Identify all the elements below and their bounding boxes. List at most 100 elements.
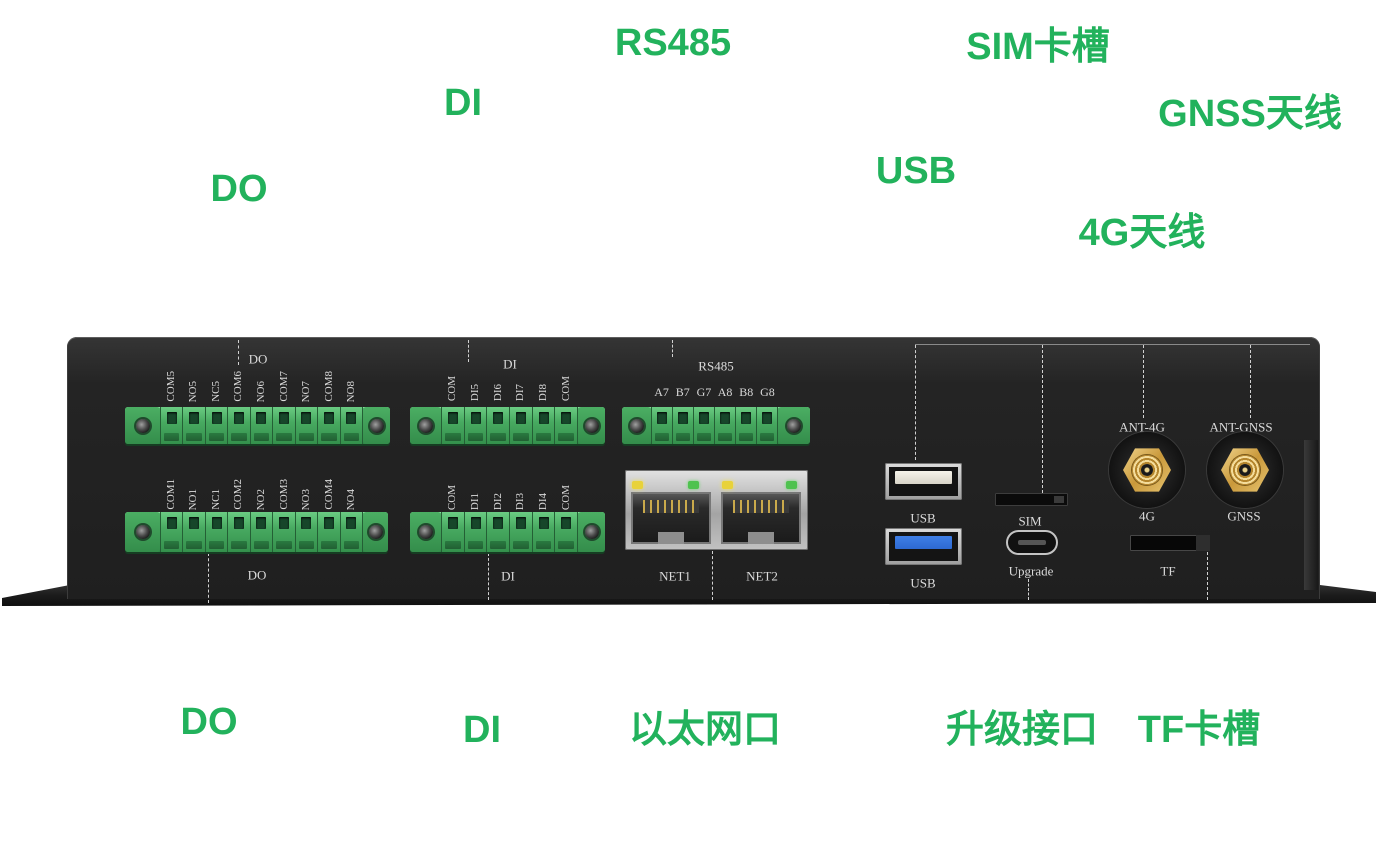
pin-label: COM7 <box>277 371 290 402</box>
pin-cell: NC1 <box>205 474 228 510</box>
terminal-slot <box>182 407 205 444</box>
led-yellow-net1 <box>632 481 643 489</box>
callout-sim-slot: SIM卡槽 <box>966 26 1110 68</box>
terminal-ear <box>363 407 390 444</box>
pin-label: COM2 <box>232 479 245 510</box>
pin-cell: NO4 <box>341 474 364 510</box>
led-green-net1 <box>688 481 699 489</box>
leader-upgrade <box>1028 579 1029 600</box>
pin-cell: NO2 <box>250 474 273 510</box>
pin-cell: A8 <box>715 384 736 400</box>
terminal-slots <box>160 512 363 552</box>
sim-card-slot <box>995 493 1068 506</box>
leader-di-top <box>468 340 469 362</box>
terminal-slot <box>693 407 714 444</box>
terminal-ear <box>622 407 651 444</box>
terminal-slot <box>204 512 228 552</box>
pin-cell: B7 <box>672 384 693 400</box>
pin-label: B7 <box>675 385 690 399</box>
terminal-ear <box>578 407 605 444</box>
pin-label: COM5 <box>164 371 177 402</box>
pin-label: A7 <box>654 385 669 399</box>
terminal-slot <box>182 512 205 552</box>
panel-label-tf: TF <box>1160 563 1176 579</box>
pin-cell: G8 <box>757 384 778 400</box>
terminal-slot <box>509 407 532 444</box>
panel-side-edge <box>1304 440 1318 590</box>
pin-label: COM3 <box>277 479 290 510</box>
panel-label-di-top: DI <box>503 356 517 372</box>
panel-label-do-bottom: DO <box>247 567 267 583</box>
panel-label-upgrade: Upgrade <box>1008 563 1054 579</box>
sma-center-pin <box>1141 464 1153 476</box>
terminal-block-do-top <box>125 407 390 444</box>
leader-do-top <box>238 340 239 365</box>
usb-tongue <box>895 536 952 549</box>
terminal-slot <box>249 407 273 444</box>
ethernet-port-net2 <box>721 492 801 544</box>
sma-center-pin <box>1239 464 1251 476</box>
callout-guide-line <box>915 344 1310 345</box>
screw <box>418 418 433 433</box>
pin-label: DI4 <box>537 492 550 510</box>
panel-label-usb-bottom: USB <box>910 575 936 591</box>
terminal-slot <box>486 407 510 444</box>
pin-cell: DI6 <box>487 369 510 401</box>
pin-cell: DI5 <box>464 369 487 401</box>
pin-cell: DI7 <box>509 369 532 401</box>
callout-di-bottom: DI <box>463 709 501 751</box>
callout-ethernet: 以太网口 <box>628 709 782 751</box>
callout-gnss-antenna: GNSS天线 <box>1158 93 1342 135</box>
callout-rs485: RS485 <box>614 22 732 64</box>
terminal-slot <box>204 407 228 444</box>
pin-label: COM <box>445 484 458 510</box>
terminal-slot <box>227 407 250 444</box>
pin-cell: COM5 <box>160 366 183 402</box>
panel-label-sim: SIM <box>1018 513 1042 529</box>
tf-slot-edge <box>1196 535 1210 551</box>
callout-do-top: DO <box>210 168 268 210</box>
terminal-slot <box>486 512 510 552</box>
ethernet-port-net1 <box>631 492 711 544</box>
screw <box>629 418 644 433</box>
pin-label: NO3 <box>300 488 313 510</box>
screw <box>787 418 801 433</box>
callout-di-top: DI <box>444 82 482 124</box>
pin-cell: COM2 <box>228 474 251 510</box>
terminal-slot <box>317 512 340 552</box>
terminal-slot <box>463 512 487 552</box>
leader-tf <box>1207 552 1208 600</box>
pin-label: NO6 <box>255 380 268 402</box>
pin-cell: NO6 <box>250 366 273 402</box>
terminal-slot <box>554 407 579 444</box>
usb-c-upgrade-port <box>1006 530 1058 555</box>
terminal-slot <box>294 407 318 444</box>
pin-cell: COM <box>555 369 578 401</box>
terminal-slot <box>294 512 318 552</box>
panel-label-ant-gnss: ANT-GNSS <box>1209 419 1273 435</box>
pin-label: NO2 <box>255 488 268 510</box>
pin-label: NO4 <box>345 488 358 510</box>
pin-label: NO5 <box>187 380 200 402</box>
terminal-slot <box>227 512 250 552</box>
terminal-ear <box>125 512 160 552</box>
panel-label-net1: NET1 <box>659 568 691 584</box>
terminal-slots <box>160 407 363 444</box>
panel-label-usb-top: USB <box>910 510 936 526</box>
pin-label: G7 <box>696 385 712 399</box>
screw <box>584 418 599 433</box>
terminal-slot <box>735 407 756 444</box>
terminal-ear <box>410 407 441 444</box>
pin-cell: DI8 <box>532 369 555 401</box>
pin-cell: NC5 <box>205 366 228 402</box>
pin-label: NO1 <box>187 488 200 510</box>
leader-ethernet <box>712 551 713 600</box>
pin-cell: COM <box>441 478 464 510</box>
leader-rs485 <box>672 340 673 357</box>
screw <box>584 525 599 539</box>
terminal-slot <box>272 512 295 552</box>
pin-cell: NO7 <box>295 366 318 402</box>
pin-label: DI2 <box>491 492 504 510</box>
terminal-slot <box>339 407 363 444</box>
